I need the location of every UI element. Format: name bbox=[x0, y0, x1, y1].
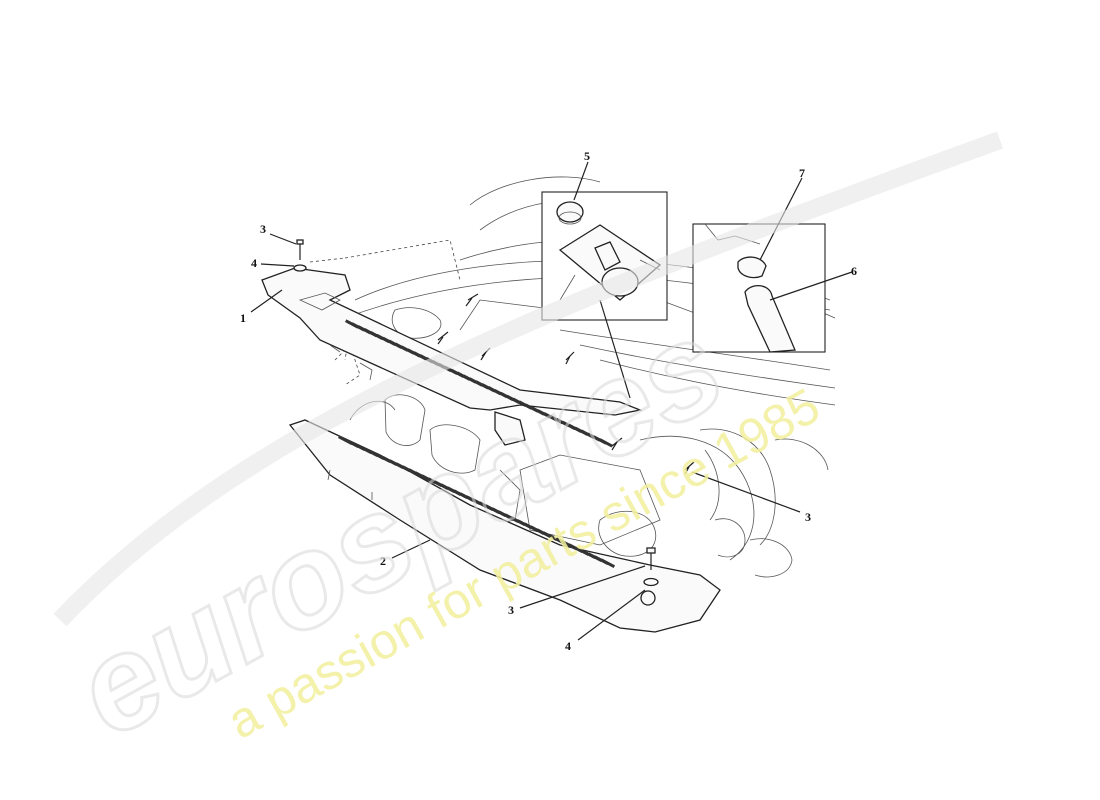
callout-1: 1 bbox=[240, 311, 246, 325]
scuttle-panel-lower bbox=[288, 419, 721, 633]
screw-icon bbox=[296, 239, 304, 260]
callout-5: 5 bbox=[584, 149, 590, 163]
callout-3: 3 bbox=[805, 510, 811, 524]
scuttle-panel-upper bbox=[261, 267, 643, 448]
vent-slots-panel-2 bbox=[337, 435, 616, 569]
callout-3: 3 bbox=[508, 603, 514, 617]
vent-slot bbox=[599, 438, 613, 448]
screw-icon bbox=[565, 351, 575, 365]
screw-icon bbox=[646, 547, 656, 570]
screw-icon bbox=[684, 461, 695, 475]
callout-4: 4 bbox=[565, 639, 571, 653]
washer-icon bbox=[643, 577, 659, 587]
screw-icon bbox=[611, 437, 623, 451]
watermark: eurospares a passion for parts since 198… bbox=[51, 131, 1004, 766]
callout-6: 6 bbox=[851, 264, 857, 278]
screw-icon bbox=[465, 293, 479, 307]
callout-2: 2 bbox=[380, 554, 386, 568]
callout-4: 4 bbox=[251, 256, 257, 270]
washer-icon bbox=[293, 264, 307, 272]
hose-clip-icon bbox=[737, 256, 767, 279]
leader-lines bbox=[250, 161, 853, 641]
fasteners bbox=[293, 239, 695, 587]
callout-7: 7 bbox=[799, 166, 805, 180]
callouts: 3 4 1 5 7 6 3 2 3 4 bbox=[240, 149, 857, 653]
drain-hose-icon bbox=[744, 285, 796, 353]
screw-icon bbox=[437, 331, 449, 345]
callout-3: 3 bbox=[260, 222, 266, 236]
hidden-lines bbox=[309, 239, 461, 386]
vent-slot bbox=[600, 558, 616, 569]
panel-grommet bbox=[640, 590, 656, 606]
